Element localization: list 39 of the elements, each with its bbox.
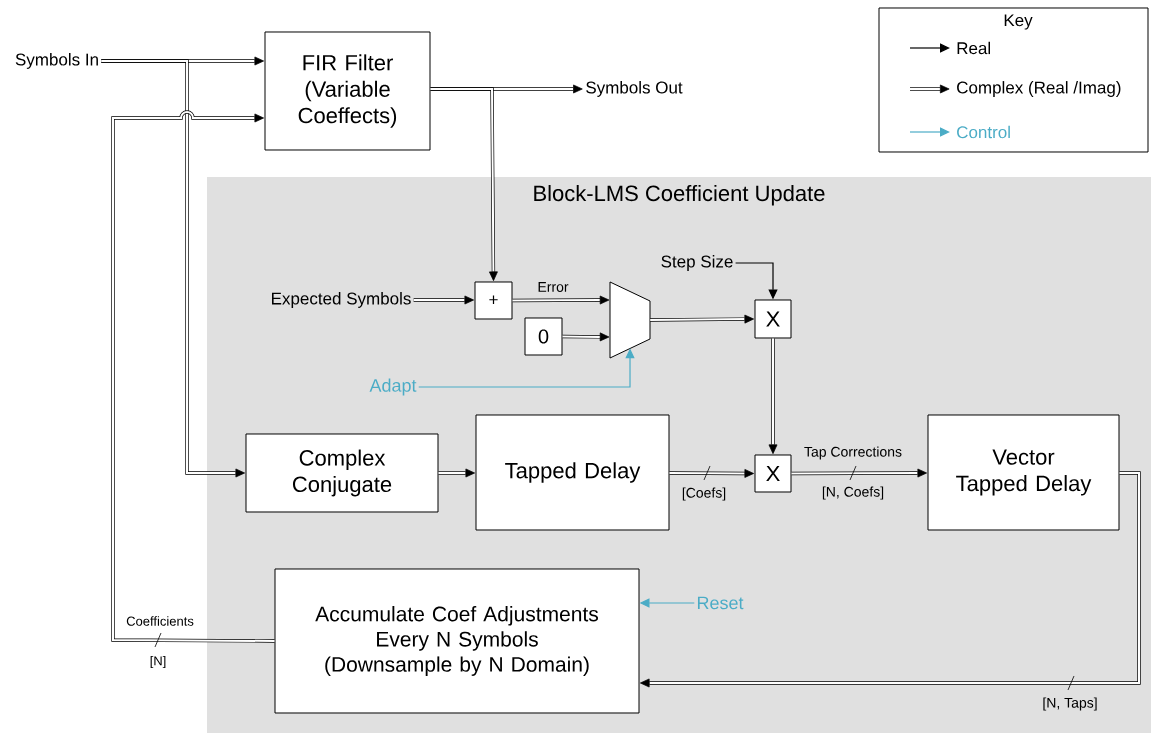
process-box: Vector Tapped Delay — [927, 414, 1120, 531]
process-box: FIR Filter (Variable Coeffects) — [264, 31, 431, 151]
legend-label: Real — [957, 41, 990, 55]
process-box: + — [474, 281, 513, 320]
text-label: Symbols Out — [586, 81, 683, 97]
arrow — [412, 295, 474, 305]
legend-label: Control — [957, 125, 1010, 139]
arrow — [790, 468, 927, 478]
process-box: X — [754, 299, 792, 339]
arrow — [429, 87, 498, 281]
arrow — [668, 469, 754, 478]
text-label: Adapt — [369, 378, 417, 396]
edge-label: Error — [536, 281, 570, 293]
process-box: Complex Conjugate — [245, 433, 439, 513]
edge-label: [Coefs] — [680, 486, 728, 502]
arrow — [649, 314, 754, 324]
arrow — [561, 332, 610, 342]
arrow — [768, 337, 778, 454]
arrow — [511, 295, 610, 305]
label-text: Key — [1002, 13, 1034, 31]
process-box: 0 — [524, 317, 563, 356]
text-label: Reset — [697, 596, 744, 610]
edge-label: [N, Taps] — [1041, 696, 1099, 712]
arrow — [100, 59, 245, 478]
arrow — [111, 110, 276, 643]
process-box: X — [754, 454, 792, 493]
multiplexer-shape — [609, 281, 651, 359]
text-label: Step Size — [661, 255, 733, 271]
process-box: Accumulate Coef Adjustments Every N Symbols (Downsample by N Domain) — [274, 568, 640, 714]
process-box: Tapped Delay — [475, 414, 670, 531]
bus-width-label: [N] — [148, 654, 168, 670]
arrow — [640, 471, 1141, 688]
arrow — [437, 468, 475, 478]
legend-label: Complex (Real /Imag) — [957, 81, 1121, 97]
text-label: Symbols In — [15, 53, 98, 69]
edge-label: Tap Corrections — [803, 445, 904, 461]
text-label: Expected Symbols — [272, 292, 411, 308]
bus-width-label: [N, Coefs] — [820, 485, 886, 501]
edge-label: Coefficients — [125, 615, 195, 627]
